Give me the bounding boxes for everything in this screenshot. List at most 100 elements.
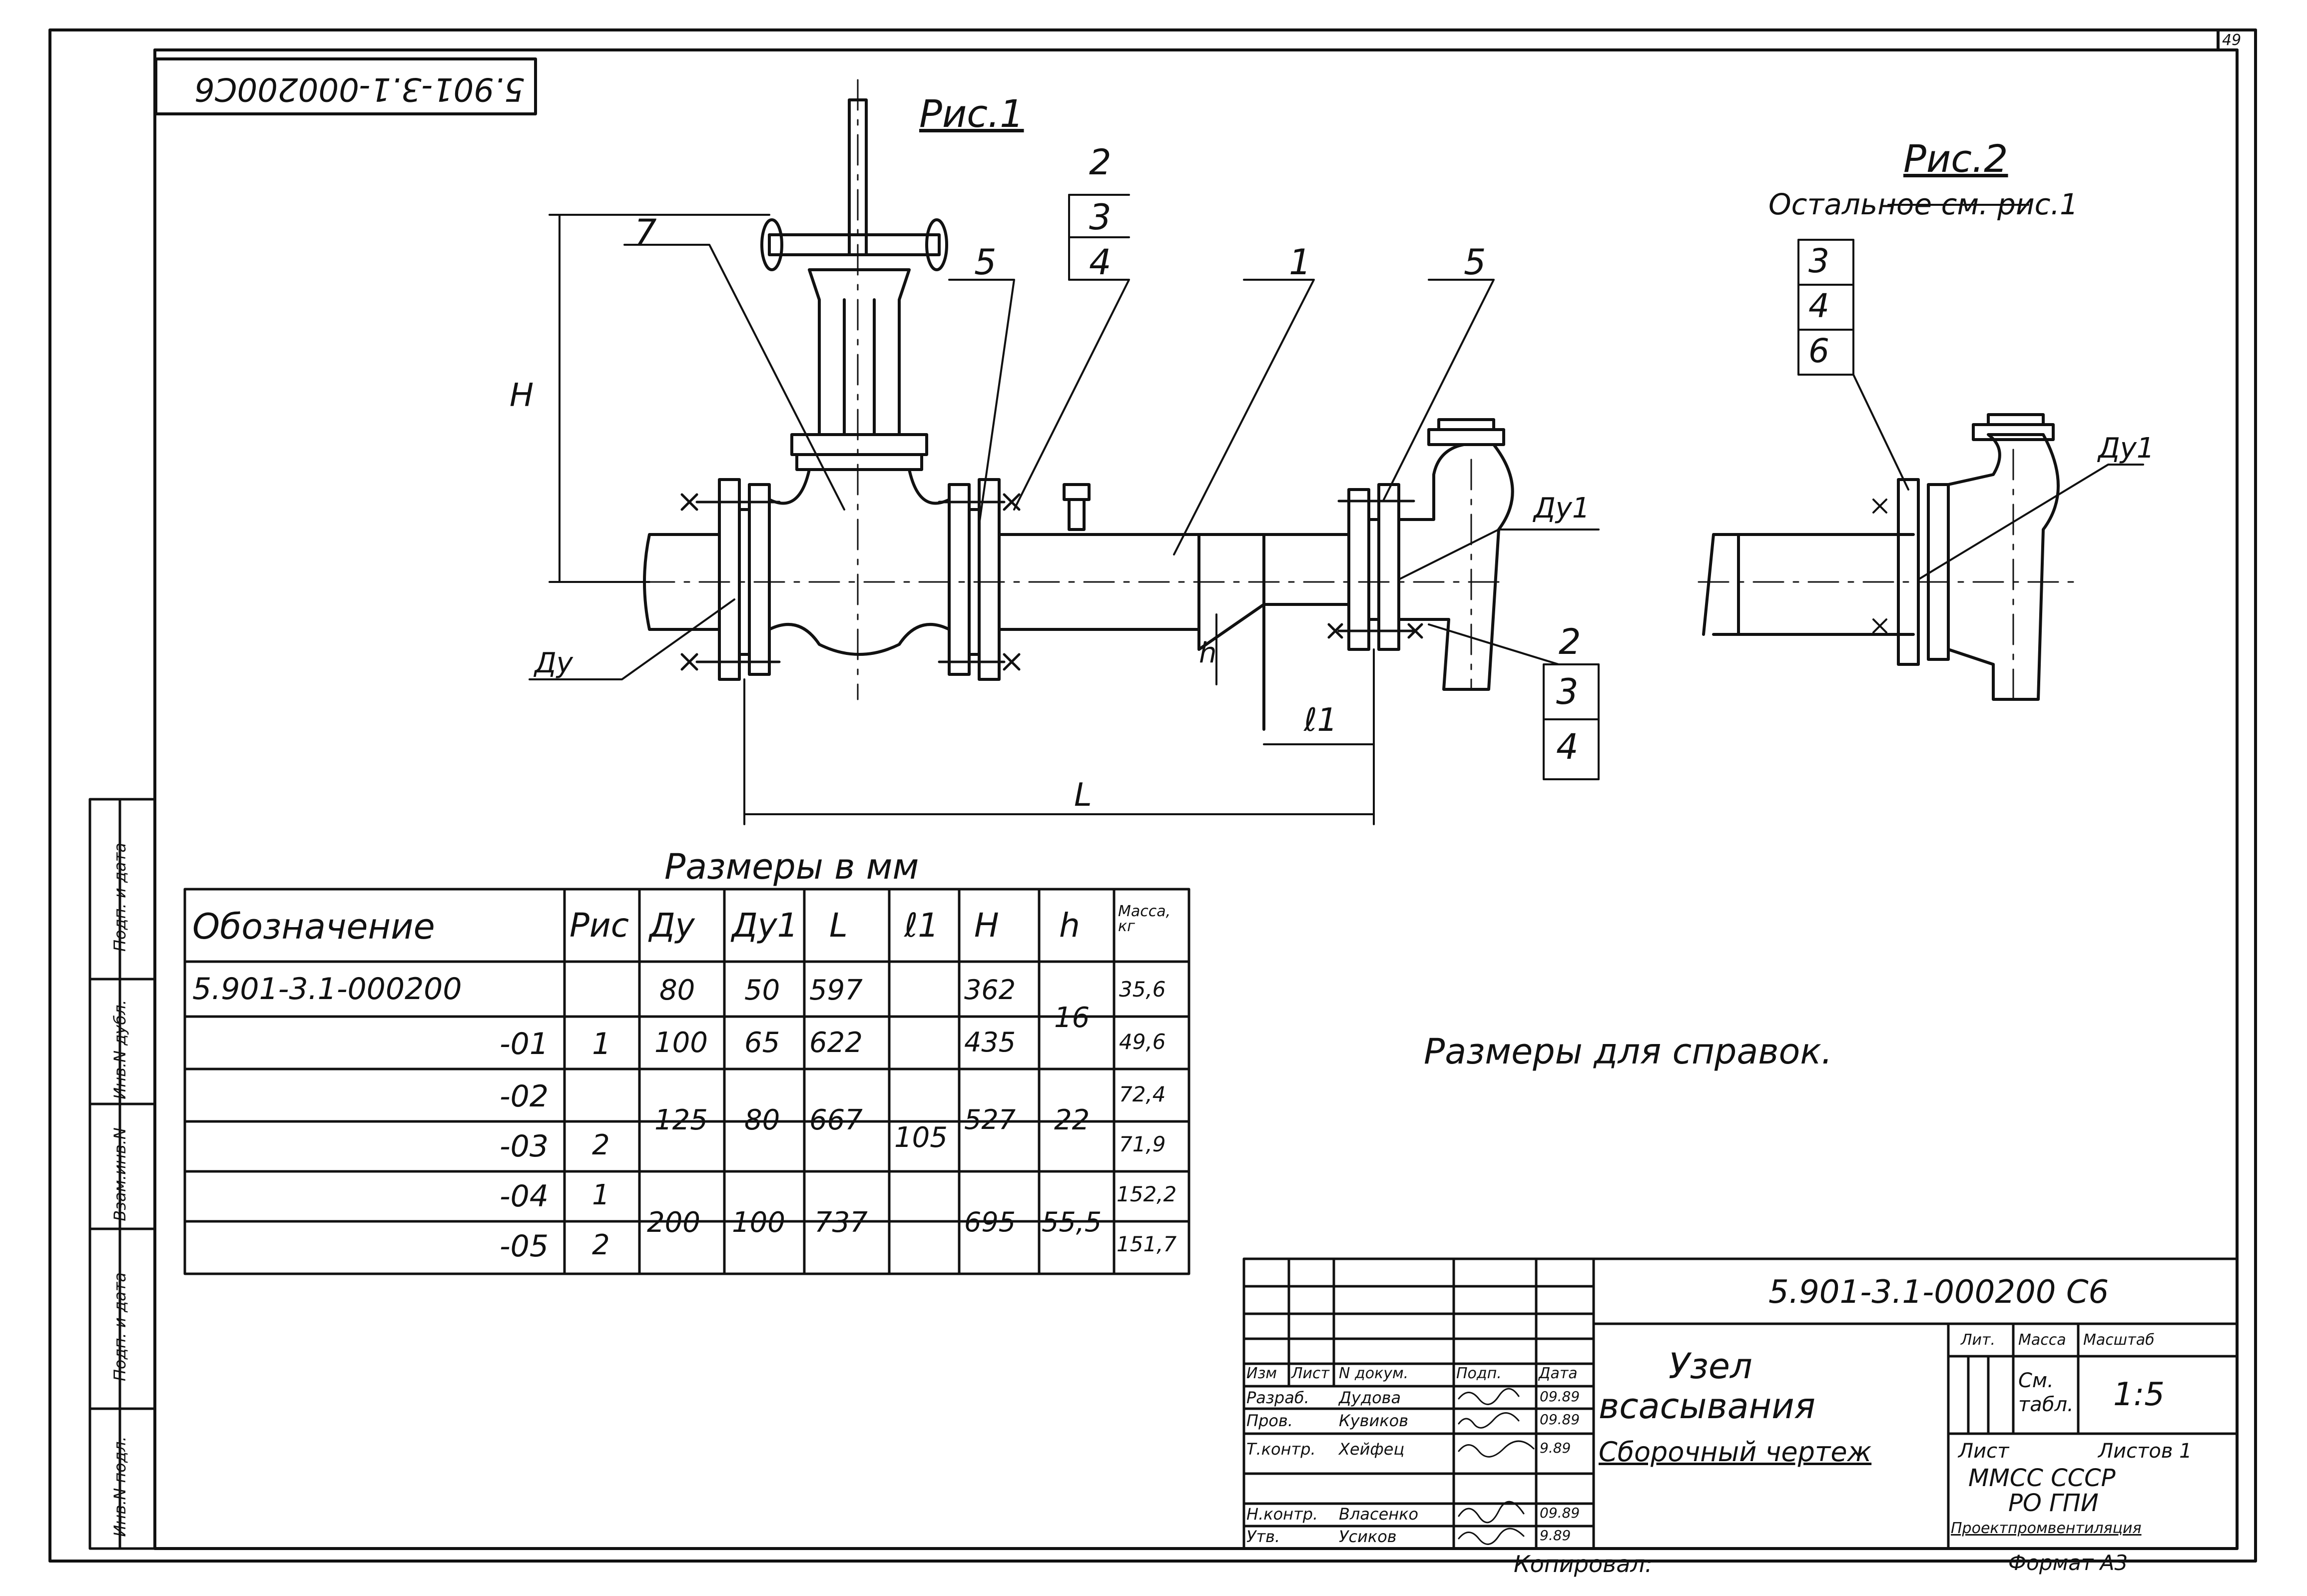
row1-du1: 65 — [744, 1027, 780, 1059]
name-prov: Кувиков — [1339, 1411, 1409, 1430]
du1-label-fig2: Ду1 — [2098, 432, 2155, 465]
fig2-pos-6: 6 — [1808, 332, 1829, 370]
pos-label-3-bottom: 3 — [1556, 671, 1579, 712]
dim-h-label: h — [1199, 637, 1217, 669]
row2-du: 125 — [654, 1104, 708, 1136]
row1-du: 100 — [654, 1027, 708, 1059]
title-name-2: всасывания — [1599, 1386, 1815, 1427]
date-utv: 9.89 — [1540, 1527, 1571, 1544]
figure1-centerlines — [643, 79, 1510, 700]
role-nkontr: Н.контр. — [1246, 1505, 1318, 1524]
side-podp-data-1: Подп. и дата — [110, 843, 129, 952]
row2-H: 527 — [964, 1104, 1016, 1135]
copied-label: Копировал: — [1514, 1551, 1653, 1578]
header-du: Ду — [649, 906, 695, 945]
row0-oboz: 5.901-3.1-000200 — [192, 972, 462, 1007]
mass-value: См. табл. — [2018, 1369, 2074, 1416]
ris-row5: 2 — [592, 1229, 610, 1261]
side-podp-data-2: Подп. и дата — [110, 1272, 129, 1381]
du1-label-fig1: Ду1 — [1534, 492, 1590, 525]
org-line3: Проектпромвентиляция — [1951, 1520, 2142, 1537]
row4-L: 737 — [814, 1206, 868, 1239]
signature-tkontr — [1458, 1440, 1535, 1458]
row4-du: 200 — [647, 1206, 700, 1239]
col-list: Лист — [1291, 1365, 1330, 1382]
pos-label-7: 7 — [634, 212, 657, 253]
date-razrab: 09.89 — [1540, 1388, 1580, 1405]
figure2-leaders — [1797, 204, 2144, 633]
role-tkontr: Т.контр. — [1246, 1440, 1316, 1459]
row4-du1: 100 — [732, 1206, 785, 1239]
date-nkontr: 09.89 — [1540, 1505, 1580, 1521]
title-doc-type: Сборочный чертеж — [1599, 1436, 1872, 1468]
role-prov: Пров. — [1246, 1411, 1293, 1430]
date-tkontr: 9.89 — [1540, 1440, 1571, 1456]
signature-utv — [1458, 1528, 1525, 1545]
col-izm: Изм — [1246, 1365, 1277, 1382]
dim-l1-label: ℓ1 — [1304, 702, 1338, 739]
figure1-bolts — [680, 493, 1423, 671]
pos-label-1: 1 — [1289, 242, 1311, 283]
stamp-box — [154, 57, 537, 115]
header-mass: Масса, кг — [1118, 903, 1171, 935]
reference-note: Размеры для справок. — [1424, 1031, 1832, 1072]
row5-oboz: -05 — [500, 1229, 549, 1264]
row2-h: 22 — [1054, 1104, 1090, 1136]
row0-L: 597 — [809, 974, 863, 1007]
row4-oboz: -04 — [500, 1179, 549, 1214]
role-razrab: Разраб. — [1246, 1388, 1309, 1407]
col-date: Дата — [1539, 1365, 1578, 1382]
row0-du1: 50 — [744, 974, 780, 1007]
name-utv: Усиков — [1339, 1527, 1397, 1546]
dimension-table-grid — [183, 888, 1190, 1275]
side-inv-dubl: Инв.N дубл. — [110, 1000, 129, 1099]
ris-row3: 2 — [592, 1129, 610, 1161]
row1-mass: 49,6 — [1119, 1030, 1166, 1054]
sheet-frame — [48, 28, 2257, 1563]
lit-label: Лит. — [1961, 1331, 1996, 1349]
sheets-label: Листов 1 — [2098, 1440, 2192, 1463]
figure2-title: Рис.2 — [1903, 136, 2008, 181]
row2-du1: 80 — [744, 1104, 780, 1136]
row3-mass: 71,9 — [1119, 1132, 1166, 1156]
signature-nkontr — [1458, 1501, 1525, 1524]
row0-H: 362 — [964, 974, 1016, 1006]
pos-label-4-top: 4 — [1089, 242, 1112, 283]
figure2-note: Остальное см. рис.1 — [1768, 187, 2078, 221]
header-H: H — [974, 906, 999, 945]
figure2-drawing — [1702, 413, 2060, 701]
row1-oboz: -01 — [500, 1027, 549, 1062]
row3-oboz: -03 — [500, 1129, 549, 1164]
row1-L: 622 — [809, 1027, 863, 1059]
ris-row4: 1 — [592, 1179, 610, 1211]
role-utv: Утв. — [1246, 1527, 1280, 1546]
col-ndoc: N докум. — [1339, 1365, 1409, 1382]
row4-H: 695 — [964, 1206, 1016, 1238]
signature-prov — [1458, 1412, 1520, 1429]
row0-mass: 35,6 — [1119, 977, 1166, 1002]
sheet-number: 49 — [2222, 31, 2242, 49]
row0-du: 80 — [659, 974, 695, 1007]
pos-label-5-right: 5 — [1464, 242, 1486, 283]
name-razrab: Дудова — [1339, 1388, 1401, 1407]
pos-label-2-top: 2 — [1089, 142, 1112, 183]
pos-label-2-bottom: 2 — [1559, 621, 1581, 662]
header-l1: ℓ1 — [904, 906, 939, 945]
dim-H-label: H — [510, 377, 534, 414]
title-code: 5.901-3.1-000200 С6 — [1768, 1274, 2109, 1311]
title-block-grid — [1242, 1257, 2239, 1550]
du-label: Ду — [535, 647, 573, 679]
header-du1: Ду1 — [732, 906, 798, 945]
table-title: Размеры в мм — [664, 846, 919, 887]
format-label: Формат А3 — [2008, 1551, 2128, 1575]
fig2-pos-3: 3 — [1808, 242, 1829, 280]
figure2-centerlines — [1698, 449, 2074, 700]
side-vzam-inv: Взам.инв.N — [110, 1127, 129, 1221]
name-tkontr: Хейфец — [1339, 1440, 1405, 1459]
sheet-label: Лист — [1958, 1440, 2009, 1463]
mass-label: Масса — [2018, 1331, 2066, 1349]
scale-value: 1:5 — [2113, 1376, 2165, 1413]
